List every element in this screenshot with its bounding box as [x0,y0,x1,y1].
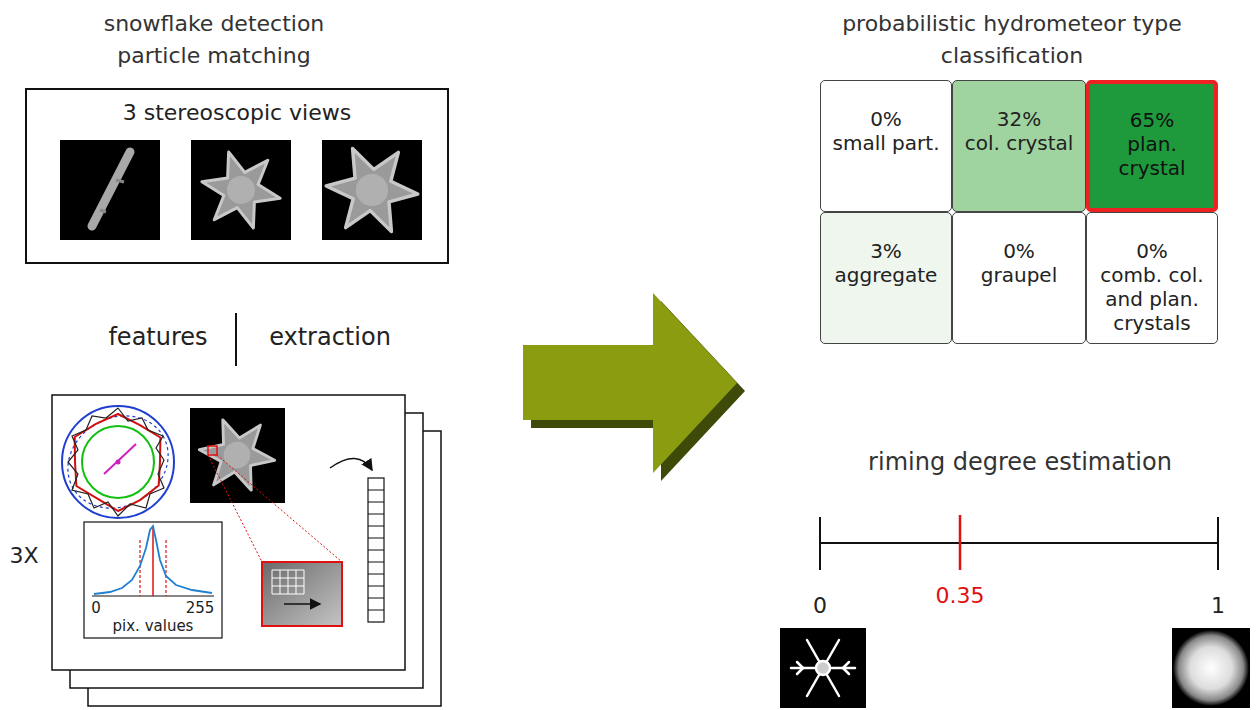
feature-vector [330,458,384,622]
feature-pages [52,395,441,706]
axis-tick: 0 [91,598,101,620]
cell-value: 0% [825,107,947,131]
class-cell: 0%small part. [820,80,952,212]
step-heading: extraction [269,320,391,355]
class-cell: 0%comb. col. and plan. crystals [1086,212,1218,344]
shape-descriptors [51,398,185,526]
cell-value: 0% [1091,239,1213,263]
cell-label: 3 stereoscopic views [31,100,443,126]
scale-end: 0 [813,590,827,622]
cell-value: 32% [957,107,1081,131]
cell-value: 3% [825,239,947,263]
class-cell: 0%graupel [952,212,1086,344]
process-arrow [523,293,745,481]
section-heading: snowflake detection particle matching [64,8,364,72]
axis-tick: 255 [186,598,215,620]
class-cell: 3%aggregate [820,212,952,344]
section-heading: riming degree estimation [868,445,1172,480]
cell-value: 65% [1094,108,1210,132]
scale-end: 1 [1211,590,1225,622]
stereo-images [60,140,422,240]
cell-label: small part. [825,131,947,155]
histogram [84,522,222,638]
views-box: snowflake detection particle matching3 s… [25,88,449,264]
class-cell: 65%plan. crystal [1086,80,1218,212]
cell-label: aggregate [825,263,947,287]
step-heading: features [108,320,207,355]
multiplier-label: 3X [9,540,38,572]
scale-value: 0.35 [936,580,985,612]
cell-label: plan. crystal [1094,132,1210,180]
class-cell: 32%col. crystal [952,80,1086,212]
divider [235,313,237,366]
cell-value: 0% [957,239,1081,263]
section-heading: probabilistic hydrometeor type classific… [822,8,1202,72]
axis-title: pix. values [113,616,194,638]
cell-label: graupel [957,263,1081,287]
cell-label: col. crystal [957,131,1081,155]
cell-label: comb. col. and plan. crystals [1091,263,1213,335]
riming-scale [780,515,1250,708]
